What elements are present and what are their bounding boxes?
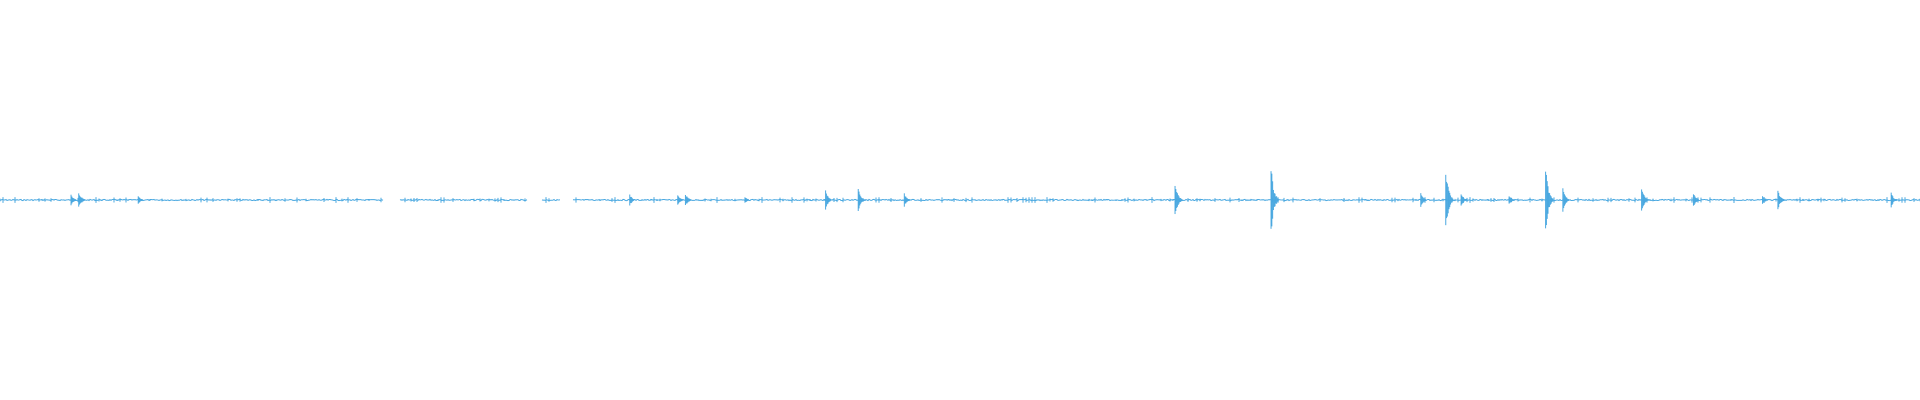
waveform-baseline bbox=[0, 198, 1920, 202]
waveform-trace bbox=[0, 171, 1920, 229]
